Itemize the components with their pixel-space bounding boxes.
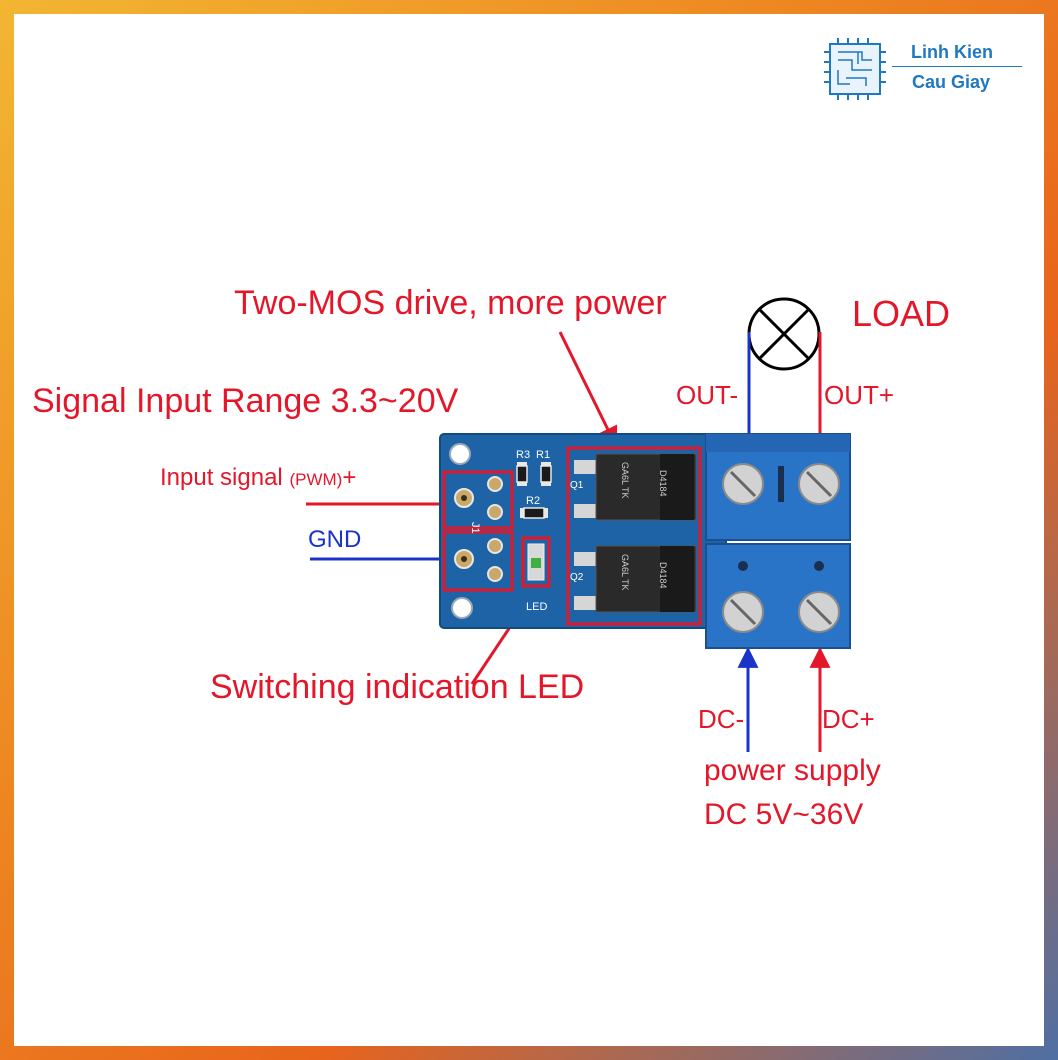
out-plus-label: OUT+ — [824, 380, 895, 410]
mos-arrow — [558, 331, 618, 448]
pcb-led-label: LED — [526, 601, 547, 613]
power-supply-label: power supply — [704, 754, 881, 787]
input-signal-text: Input signal — [160, 464, 283, 491]
pwm-text: (PWM) — [289, 470, 343, 489]
load-label: LOAD — [852, 293, 951, 334]
chip-q1-mark: GA6L TK — [620, 462, 630, 499]
switching-led-label: Switching indication LED — [210, 668, 585, 706]
circuit-drawing: R3 R1 R2 Q1 Q2 J1 LED D4184 GA6L TK D418… — [306, 297, 851, 752]
signal-range-label: Signal Input Range 3.3~20V — [32, 382, 459, 420]
pcb-r2-label: R2 — [526, 495, 540, 507]
terminal-block-out — [705, 433, 851, 541]
logo-text-line2: Cau Giay — [912, 72, 991, 92]
chip-q1-code: D4184 — [658, 470, 668, 497]
title-mos-label: Two-MOS drive, more power — [234, 284, 667, 322]
dc-range-label: DC 5V~36V — [704, 798, 864, 831]
chip-q2-code: D4184 — [658, 562, 668, 589]
pcb-r1-label: R1 — [536, 449, 550, 461]
pcb-q2-label: Q2 — [570, 572, 584, 583]
pcb-j1-label: J1 — [469, 522, 481, 534]
pcb-r3-label: R3 — [516, 449, 530, 461]
load-bulb-icon — [747, 297, 821, 371]
pcb-q1-label: Q1 — [570, 480, 584, 491]
input-signal-label: Input signal (PWM)+ — [160, 466, 356, 490]
plus-text: + — [342, 464, 357, 491]
diagram-canvas: Linh Kien Cau Giay — [14, 14, 1044, 1046]
pcb-board — [439, 433, 727, 629]
out-minus-label: OUT- — [676, 380, 739, 410]
logo-text-line1: Linh Kien — [911, 42, 993, 62]
dc-minus-label: DC- — [698, 704, 745, 734]
chip-logo-icon — [824, 38, 886, 100]
dc-plus-label: DC+ — [822, 704, 875, 734]
gnd-label: GND — [308, 526, 362, 553]
logo-divider — [892, 66, 1022, 67]
terminal-block-dc — [705, 543, 851, 649]
chip-q2-mark: GA6L TK — [620, 554, 630, 591]
